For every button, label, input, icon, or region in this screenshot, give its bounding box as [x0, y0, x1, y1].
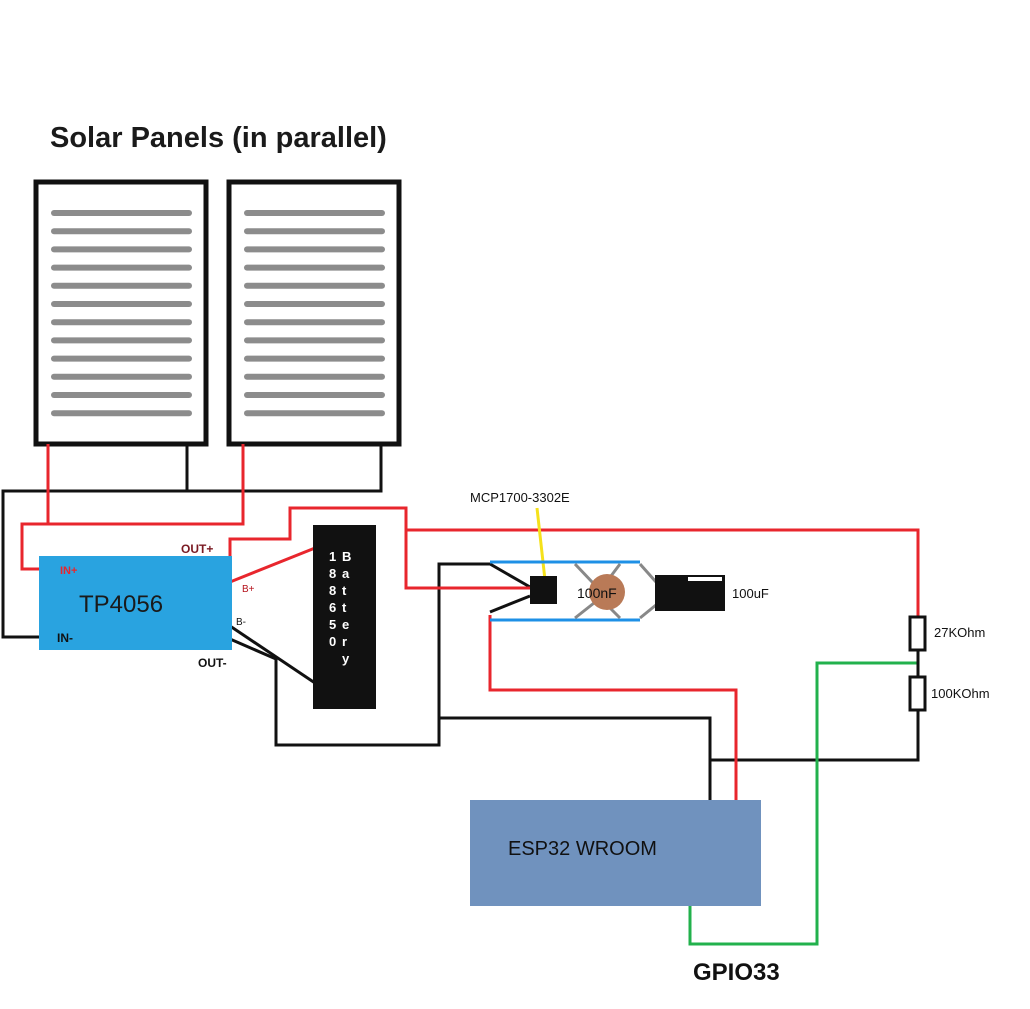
battery-label-digits: 1 8 8 6 5 0 — [329, 549, 336, 649]
resistor-27kohm — [908, 615, 927, 652]
battery-label-char: y — [342, 651, 350, 666]
resistor-100kohm — [908, 675, 927, 712]
regulator-label: MCP1700-3302E — [470, 490, 570, 505]
battery-label-char: a — [342, 566, 350, 581]
battery-label-char: B — [342, 549, 351, 564]
electrolytic-capacitor-label: 100uF — [732, 586, 769, 601]
battery-label-char: 8 — [329, 566, 336, 581]
battery-label-char: t — [342, 583, 347, 598]
tp4056-b-minus-label: B- — [236, 617, 246, 628]
mcp1700-regulator — [530, 576, 557, 604]
resistor-27kohm-label: 27KOhm — [934, 625, 985, 640]
resistor-100kohm-label: 100KOhm — [931, 686, 990, 701]
gpio-sense-wire — [688, 661, 918, 946]
ceramic-capacitor-label: 100nF — [577, 585, 617, 601]
tp4056-label: TP4056 — [79, 591, 163, 618]
gpio-label: GPIO33 — [693, 959, 780, 986]
battery-label-char: 5 — [329, 617, 336, 632]
tp4056-module: TP4056 IN+ IN- B+ B- — [39, 556, 255, 650]
battery-label-char: 6 — [329, 600, 336, 615]
esp32-wroom-board — [470, 800, 761, 906]
electrolytic-capacitor-100uf — [655, 575, 725, 611]
solar-panel-left — [33, 179, 209, 447]
tp4056-in-minus-label: IN- — [57, 631, 73, 645]
battery-label-char: 0 — [329, 634, 336, 649]
ceramic-capacitor-100nf — [589, 574, 625, 610]
battery-label-char: e — [342, 617, 349, 632]
diagram-title: Solar Panels (in parallel) — [50, 122, 387, 154]
solar-cell-stripes — [244, 210, 385, 417]
esp32-label: ESP32 WROOM — [508, 838, 657, 860]
positive-wires — [20, 444, 920, 803]
regulator-label-leader — [535, 507, 547, 581]
solar-panel-right — [226, 179, 402, 447]
tp4056-out-minus-label: OUT- — [198, 656, 227, 670]
battery-label-char: 8 — [329, 583, 336, 598]
battery-label-char: r — [342, 634, 347, 649]
capacitor-bus — [490, 560, 640, 622]
battery-label-char: 1 — [329, 549, 336, 564]
ground-wires — [1, 444, 920, 801]
tp4056-b-plus-label: B+ — [242, 584, 255, 595]
solar-cell-stripes — [51, 210, 192, 417]
tp4056-in-plus-label: IN+ — [60, 565, 77, 577]
tp4056-out-plus-label: OUT+ — [181, 542, 213, 556]
battery-label-char: t — [342, 600, 347, 615]
